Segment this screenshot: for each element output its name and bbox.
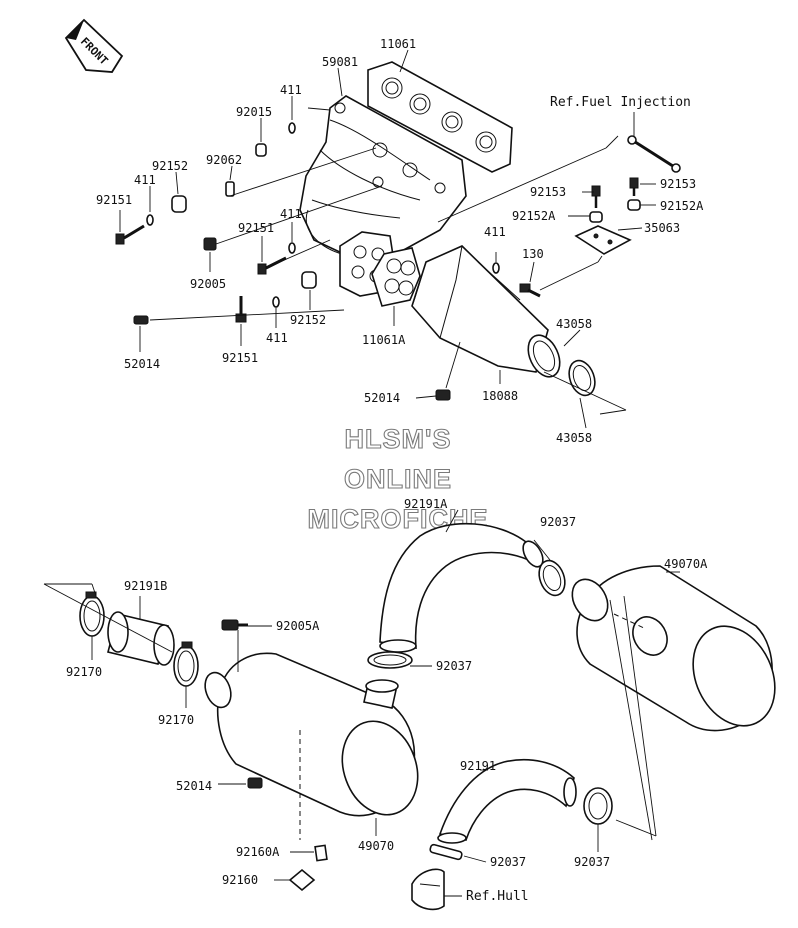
label-92152A-a: 92152A (512, 209, 556, 223)
label-18088: 18088 (482, 389, 518, 403)
label-52014-b: 52014 (364, 391, 400, 405)
label-92151-a: 92151 (96, 193, 132, 207)
watermark-line-1: HLSM'S (345, 424, 452, 454)
label-92153-a: 92153 (530, 185, 566, 199)
label-92153-b: 92153 (660, 177, 696, 191)
bolt-130 (519, 283, 541, 298)
part-labels: 11061 59081 411 92015 92062 92152 411 92… (66, 37, 708, 887)
label-92160: 92160 (222, 873, 258, 887)
label-49070: 49070 (358, 839, 394, 853)
washer-411-b (146, 214, 154, 226)
muffler-49070 (204, 652, 419, 840)
label-411-b: 411 (134, 173, 156, 187)
ref-hull-label: Ref.Hull (466, 889, 529, 904)
label-92151-c: 92151 (222, 351, 258, 365)
watermark-line-2: ONLINE (344, 464, 452, 494)
label-plate-92160A (314, 844, 328, 862)
bracket (574, 225, 632, 255)
bolt-92153-b (629, 177, 639, 196)
fuel-injection-rod (627, 135, 681, 173)
label-92015: 92015 (236, 105, 272, 119)
hose-92191B (107, 611, 175, 666)
label-92037-b: 92037 (436, 659, 472, 673)
exhaust-manifold-gasket (367, 61, 513, 173)
label-59081: 59081 (322, 55, 358, 69)
lower-leader-lines (43, 509, 680, 897)
watermark: HLSM'S ONLINE MICROFICHE (307, 423, 488, 534)
label-411-a: 411 (280, 83, 302, 97)
fitting-92005A (221, 619, 248, 631)
label-92005: 92005 (190, 277, 226, 291)
front-arrow-badge: FRONT (64, 18, 124, 73)
clamp-92037-d (429, 843, 463, 861)
label-411-c: 411 (280, 207, 302, 221)
washer-411-a (288, 122, 296, 134)
label-92191B: 92191B (124, 579, 167, 593)
label-92191A: 92191A (404, 497, 448, 511)
upper-leader-lines (119, 49, 656, 429)
label-411-e: 411 (484, 225, 506, 239)
stud-92062 (225, 181, 235, 197)
label-92005A: 92005A (276, 619, 320, 633)
collar-92152A-a (589, 211, 603, 223)
collar-92152-a (171, 195, 187, 213)
collar-92152A-b (627, 199, 641, 211)
ref-fuel-injection-label: Ref.Fuel Injection (550, 95, 691, 110)
label-49070A: 49070A (664, 557, 708, 571)
outlet-gasket (371, 247, 421, 307)
label-43058-b: 43058 (556, 431, 592, 445)
clamp-92170-b (173, 641, 199, 687)
clamp-43058-a (568, 359, 596, 397)
nut-92015 (255, 143, 267, 157)
fitting-92005 (203, 237, 217, 251)
hose-92191 (437, 758, 577, 844)
label-130: 130 (522, 247, 544, 261)
hull-reference-piece (411, 868, 445, 911)
label-11061: 11061 (380, 37, 416, 51)
label-plate-92160 (288, 868, 316, 892)
fitting-52014-a (133, 315, 149, 325)
label-92037-a: 92037 (540, 515, 576, 529)
exhaust-pipe (411, 245, 561, 378)
label-92170-a: 92170 (66, 665, 102, 679)
collar-92152-b (301, 271, 317, 289)
fitting-52014-c (247, 777, 263, 789)
label-92037-d: 92037 (574, 855, 610, 869)
label-92037-c: 92037 (490, 855, 526, 869)
bolt-92151-a (115, 224, 145, 245)
label-92152A-b: 92152A (660, 199, 704, 213)
muffler-49070A (571, 565, 776, 732)
label-92062: 92062 (206, 153, 242, 167)
label-92152-b: 92152 (290, 313, 326, 327)
clamp-92037-b (367, 651, 413, 669)
label-92191: 92191 (460, 759, 496, 773)
label-11061A: 11061A (362, 333, 406, 347)
label-411-d: 411 (266, 331, 288, 345)
label-43058-a: 43058 (556, 317, 592, 331)
label-92151-b: 92151 (238, 221, 274, 235)
label-92170-b: 92170 (158, 713, 194, 727)
clamp-92037-a (538, 559, 566, 597)
bolt-92153-a (591, 185, 601, 208)
clamp-92037-c (583, 787, 613, 825)
fitting-52014-b (435, 389, 451, 401)
washer-411-c (288, 242, 296, 254)
label-92160A: 92160A (236, 845, 280, 859)
small-parts-upper (115, 122, 641, 401)
washer-411-e (492, 262, 500, 274)
label-52014-a: 52014 (124, 357, 160, 371)
bolt-92151-c (235, 296, 247, 323)
reference-labels: Ref.Fuel Injection Ref.Hull (466, 95, 691, 904)
label-52014-c: 52014 (176, 779, 212, 793)
washer-411-d (272, 296, 280, 308)
hose-92191A (379, 522, 544, 653)
label-35063: 35063 (644, 221, 680, 235)
label-92152-a: 92152 (152, 159, 188, 173)
